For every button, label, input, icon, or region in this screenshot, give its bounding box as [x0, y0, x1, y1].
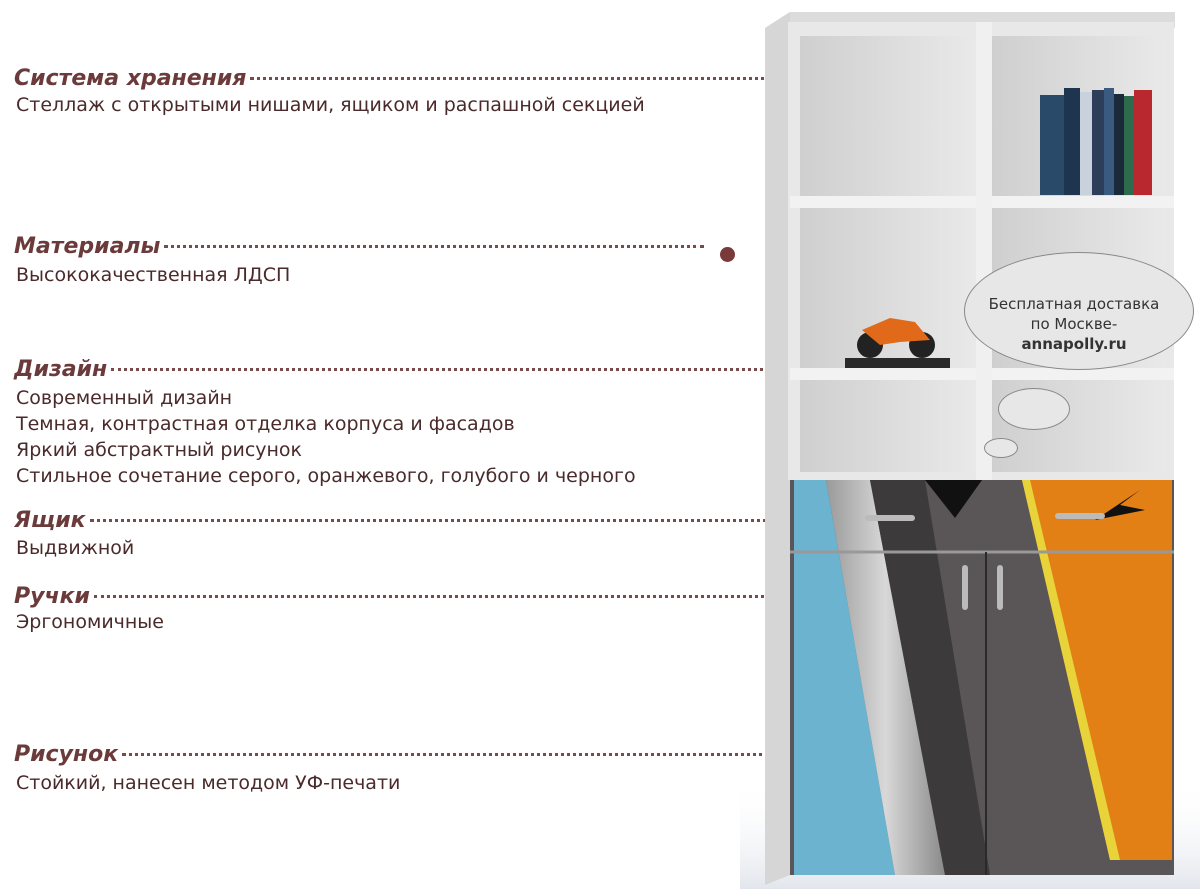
leader-dots	[111, 368, 812, 371]
feature-desc: Современный дизайн	[16, 387, 233, 409]
feature-desc: Высококачественная ЛДСП	[16, 264, 291, 286]
niche	[800, 208, 976, 368]
blue-stripe	[794, 480, 895, 875]
leader-dots	[89, 519, 810, 522]
callout-dot	[720, 247, 735, 262]
feature-desc: Эргономичные	[16, 611, 165, 633]
feature-desc: Темная, контрастная отделка корпуса и фа…	[16, 413, 515, 435]
leader-dots	[122, 753, 813, 756]
feature-title: Материалы	[14, 234, 161, 259]
thought-bubble-medium	[998, 388, 1070, 430]
feature-title: Ручки	[14, 584, 90, 609]
niche	[800, 36, 976, 196]
promo-line1: Бесплатная доставка	[988, 295, 1160, 313]
feature-title: Рисунок	[14, 742, 119, 767]
feature-desc: Стильное сочетание серого, оранжевого, г…	[16, 465, 636, 487]
drawer-handle[interactable]	[865, 515, 915, 521]
cabinet-illustration	[740, 12, 1200, 889]
dark-stripe	[870, 480, 990, 875]
promo-bubble	[964, 252, 1194, 370]
motorbike-model	[845, 318, 950, 368]
black-shape	[1095, 490, 1145, 520]
orange-stripe	[1022, 480, 1172, 860]
divider	[976, 22, 992, 480]
leader-dots	[93, 595, 944, 598]
thought-bubble-small	[984, 438, 1018, 458]
books	[1040, 88, 1152, 195]
promo-site[interactable]: annapolly.ru	[1021, 335, 1127, 353]
cabinet-side	[765, 12, 790, 885]
door-handle[interactable]	[997, 565, 1003, 610]
feature-title: Дизайн	[14, 357, 108, 382]
feature-desc: Выдвижной	[16, 537, 135, 559]
feature-title: Ящик	[14, 508, 86, 533]
feature-desc: Стеллаж с открытыми нишами, ящиком и рас…	[16, 94, 645, 116]
leader-dots	[250, 77, 791, 80]
promo-line2: по Москве-	[1030, 315, 1118, 333]
grey-stripe	[826, 480, 945, 875]
feature-desc: Стойкий, нанесен методом УФ-печати	[16, 772, 401, 794]
drawer-handle[interactable]	[1055, 513, 1105, 519]
promo-text: Бесплатная доставка по Москве- annapolly…	[964, 294, 1184, 354]
feature-title: Система хранения	[14, 66, 247, 91]
niche	[800, 380, 976, 472]
yellow-accent	[1022, 480, 1120, 860]
door-handle[interactable]	[962, 565, 968, 610]
leader-dots	[164, 245, 705, 248]
black-shape	[925, 480, 982, 518]
feature-desc: Яркий абстрактный рисунок	[16, 439, 303, 461]
